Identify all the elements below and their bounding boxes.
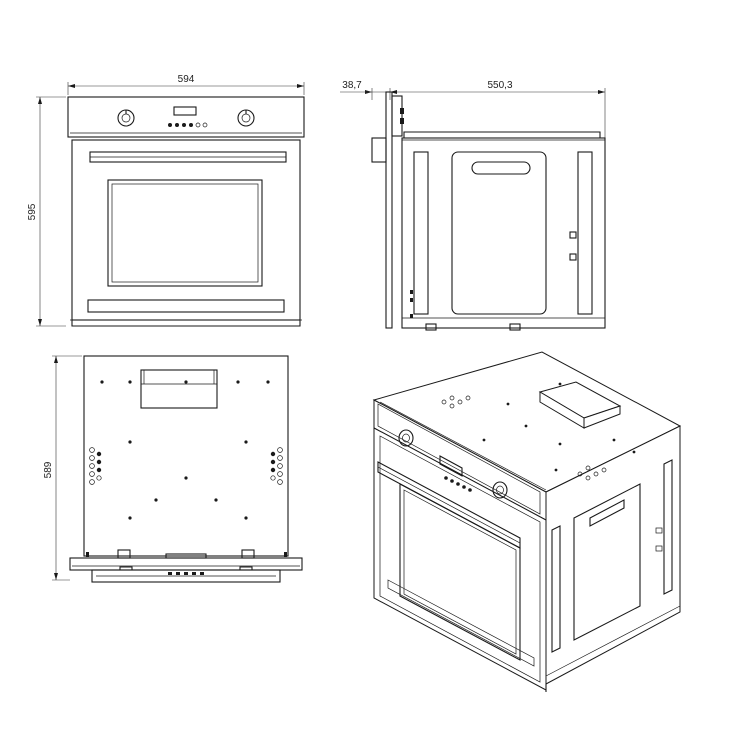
side-embossed-panel <box>451 151 547 315</box>
side-handle-slot-icon <box>471 161 531 175</box>
iso-top-holes <box>441 382 636 481</box>
side-front-depth-label: 38,7 <box>342 80 362 91</box>
front-bottom-trim <box>87 299 285 313</box>
iso-display <box>439 455 463 477</box>
iso-side-left-rail <box>551 525 561 653</box>
top-right-vent-holes <box>270 447 283 485</box>
side-body <box>401 137 606 329</box>
isometric-view <box>372 351 682 692</box>
side-depth-label: 550,3 <box>487 80 512 91</box>
top-left-vent-holes <box>89 447 102 485</box>
iso-side-panel <box>573 483 641 641</box>
side-view: 38,7 550,3 <box>340 80 606 331</box>
top-screw-dots <box>100 380 270 520</box>
front-view: 594 595 <box>27 74 305 327</box>
top-view: 589 <box>43 355 303 583</box>
front-width-label: 594 <box>178 74 195 85</box>
side-right-rail <box>577 151 593 315</box>
iso-side-handle-slot-icon <box>589 499 625 527</box>
front-height-label: 595 <box>27 203 38 220</box>
front-buttons <box>168 122 208 128</box>
side-front-panel <box>385 91 393 329</box>
front-window <box>107 179 263 287</box>
top-front-panel <box>69 557 303 571</box>
top-body <box>83 355 289 557</box>
iso-handle <box>377 461 521 549</box>
front-display <box>173 106 197 116</box>
iso-buttons <box>444 476 472 492</box>
front-door <box>71 139 301 321</box>
iso-left-knob-icon <box>398 429 414 447</box>
side-handle <box>371 137 387 163</box>
side-left-rail <box>413 151 429 315</box>
top-vent-duct <box>140 369 218 409</box>
front-control-panel <box>67 96 305 138</box>
top-front-handle <box>91 569 281 583</box>
iso-right-knob-icon <box>492 481 508 499</box>
iso-side-right-rail <box>663 459 673 595</box>
top-depth-label: 589 <box>43 461 54 478</box>
top-front-buttons <box>168 572 204 575</box>
